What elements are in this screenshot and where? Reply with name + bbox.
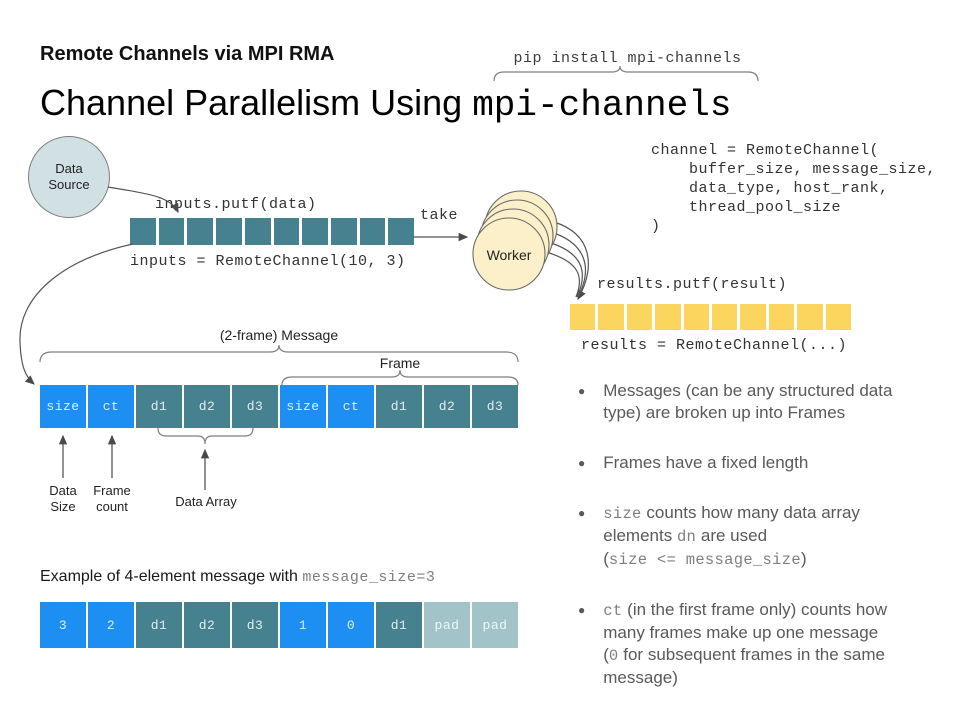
buffer-cell [388, 218, 415, 245]
slide-title-main: Channel Parallelism Using [40, 82, 473, 123]
buffer-cell [797, 304, 823, 330]
buffer-cell [626, 304, 653, 330]
cell-d2: d2 [184, 602, 230, 648]
channel-code: channel = RemoteChannel( buffer_size, me… [651, 142, 937, 235]
cell-1: 1 [280, 602, 326, 648]
inputs-code-label: inputs = RemoteChannel(10, 3) [130, 253, 406, 270]
cell-d1: d1 [376, 385, 422, 428]
buffer-cell [825, 304, 852, 330]
take-label: take [420, 207, 459, 224]
inputs-put-label: inputs.putf(data) [155, 196, 317, 213]
cell-ct: ct [328, 385, 374, 428]
frame-brace-label: Frame [379, 355, 421, 371]
data-size-label: Data Size [49, 483, 77, 514]
buffer-cell [683, 304, 710, 330]
buffer-cell [216, 218, 242, 245]
results-row [570, 304, 852, 330]
message-brace [39, 344, 519, 363]
data-source-node: Data Source [28, 136, 110, 218]
cell-d3: d3 [232, 385, 278, 428]
cell-d1: d1 [136, 385, 182, 428]
pip-brace [493, 65, 759, 82]
bullet-dot-icon: ● [578, 506, 586, 520]
cell-size: size [280, 385, 326, 428]
frame-brace [281, 369, 519, 386]
bullet-dot-icon: ● [578, 456, 586, 470]
cell-d3: d3 [472, 385, 518, 428]
cell-ct: ct [88, 385, 134, 428]
cell-0: 0 [328, 602, 374, 648]
results-code-label: results = RemoteChannel(...) [581, 337, 848, 354]
bullet-text: size counts how many data array elements… [603, 503, 865, 569]
buffer-cell [187, 218, 214, 245]
cell-d2: d2 [184, 385, 230, 428]
message-brace-label: (2-frame) Message [219, 327, 339, 343]
data-source-label: Data Source [48, 161, 90, 192]
slide-title-mono: mpi-channels [472, 85, 732, 126]
frame-count-label: Frame count [93, 483, 131, 514]
buffer-cell [740, 304, 766, 330]
buffer-cell [570, 304, 596, 330]
buffer-cell [655, 304, 681, 330]
example-caption-mono: message_size=3 [302, 569, 436, 586]
slide-title: Channel Parallelism Using mpi-channels [40, 82, 731, 126]
buffer-cell [302, 218, 328, 245]
buffer-cell [598, 304, 624, 330]
slide-kicker: Remote Channels via MPI RMA [40, 43, 335, 65]
bullet-item: ● Frames have a fixed length [578, 452, 948, 474]
inputs-row [130, 218, 415, 245]
buffer-cell [768, 304, 795, 330]
cell-size: size [40, 385, 86, 428]
bullet-dot-icon: ● [578, 603, 586, 617]
worker-label: Worker [486, 247, 532, 263]
bullet-text: Frames have a fixed length [603, 453, 809, 472]
cell-pad: pad [424, 602, 470, 648]
buffer-cell [158, 218, 185, 245]
bullet-item: ● size counts how many data array element… [578, 502, 948, 571]
results-put-label: results.putf(result) [597, 276, 788, 293]
cell-2: 2 [88, 602, 134, 648]
cell-d2: d2 [424, 385, 470, 428]
bullet-item: ● Messages (can be any structured data ty… [578, 380, 948, 424]
cell-d3: d3 [232, 602, 278, 648]
data-array-label: Data Array [175, 494, 237, 509]
pip-install-label: pip install mpi-channels [513, 50, 742, 67]
data-array-brace [157, 427, 254, 445]
buffer-cell [330, 218, 357, 245]
example-caption-main: Example of 4-element message with [40, 568, 303, 585]
cell-d1: d1 [376, 602, 422, 648]
worker-to-results-arrow-1 [553, 221, 589, 301]
inputs-to-message-arrow [19, 243, 134, 385]
example-caption: Example of 4-element message with messag… [40, 568, 435, 586]
buffer-cell [273, 218, 300, 245]
bullet-item: ● ct (in the first frame only) counts how… [578, 599, 948, 689]
cell-d1: d1 [136, 602, 182, 648]
worker-node [472, 190, 558, 291]
buffer-cell [712, 304, 738, 330]
bullet-text: ct (in the first frame only) counts how … [603, 600, 890, 687]
buffer-cell [244, 218, 271, 245]
bullet-dot-icon: ● [578, 384, 586, 398]
bullet-list: ● Messages (can be any structured data ty… [578, 380, 948, 717]
buffer-cell [359, 218, 386, 245]
cell-pad: pad [472, 602, 518, 648]
worker-to-results-arrow-2 [550, 231, 586, 298]
bullet-text: Messages (can be any structured data typ… [603, 381, 898, 422]
cell-3: 3 [40, 602, 86, 648]
buffer-cell [130, 218, 156, 245]
